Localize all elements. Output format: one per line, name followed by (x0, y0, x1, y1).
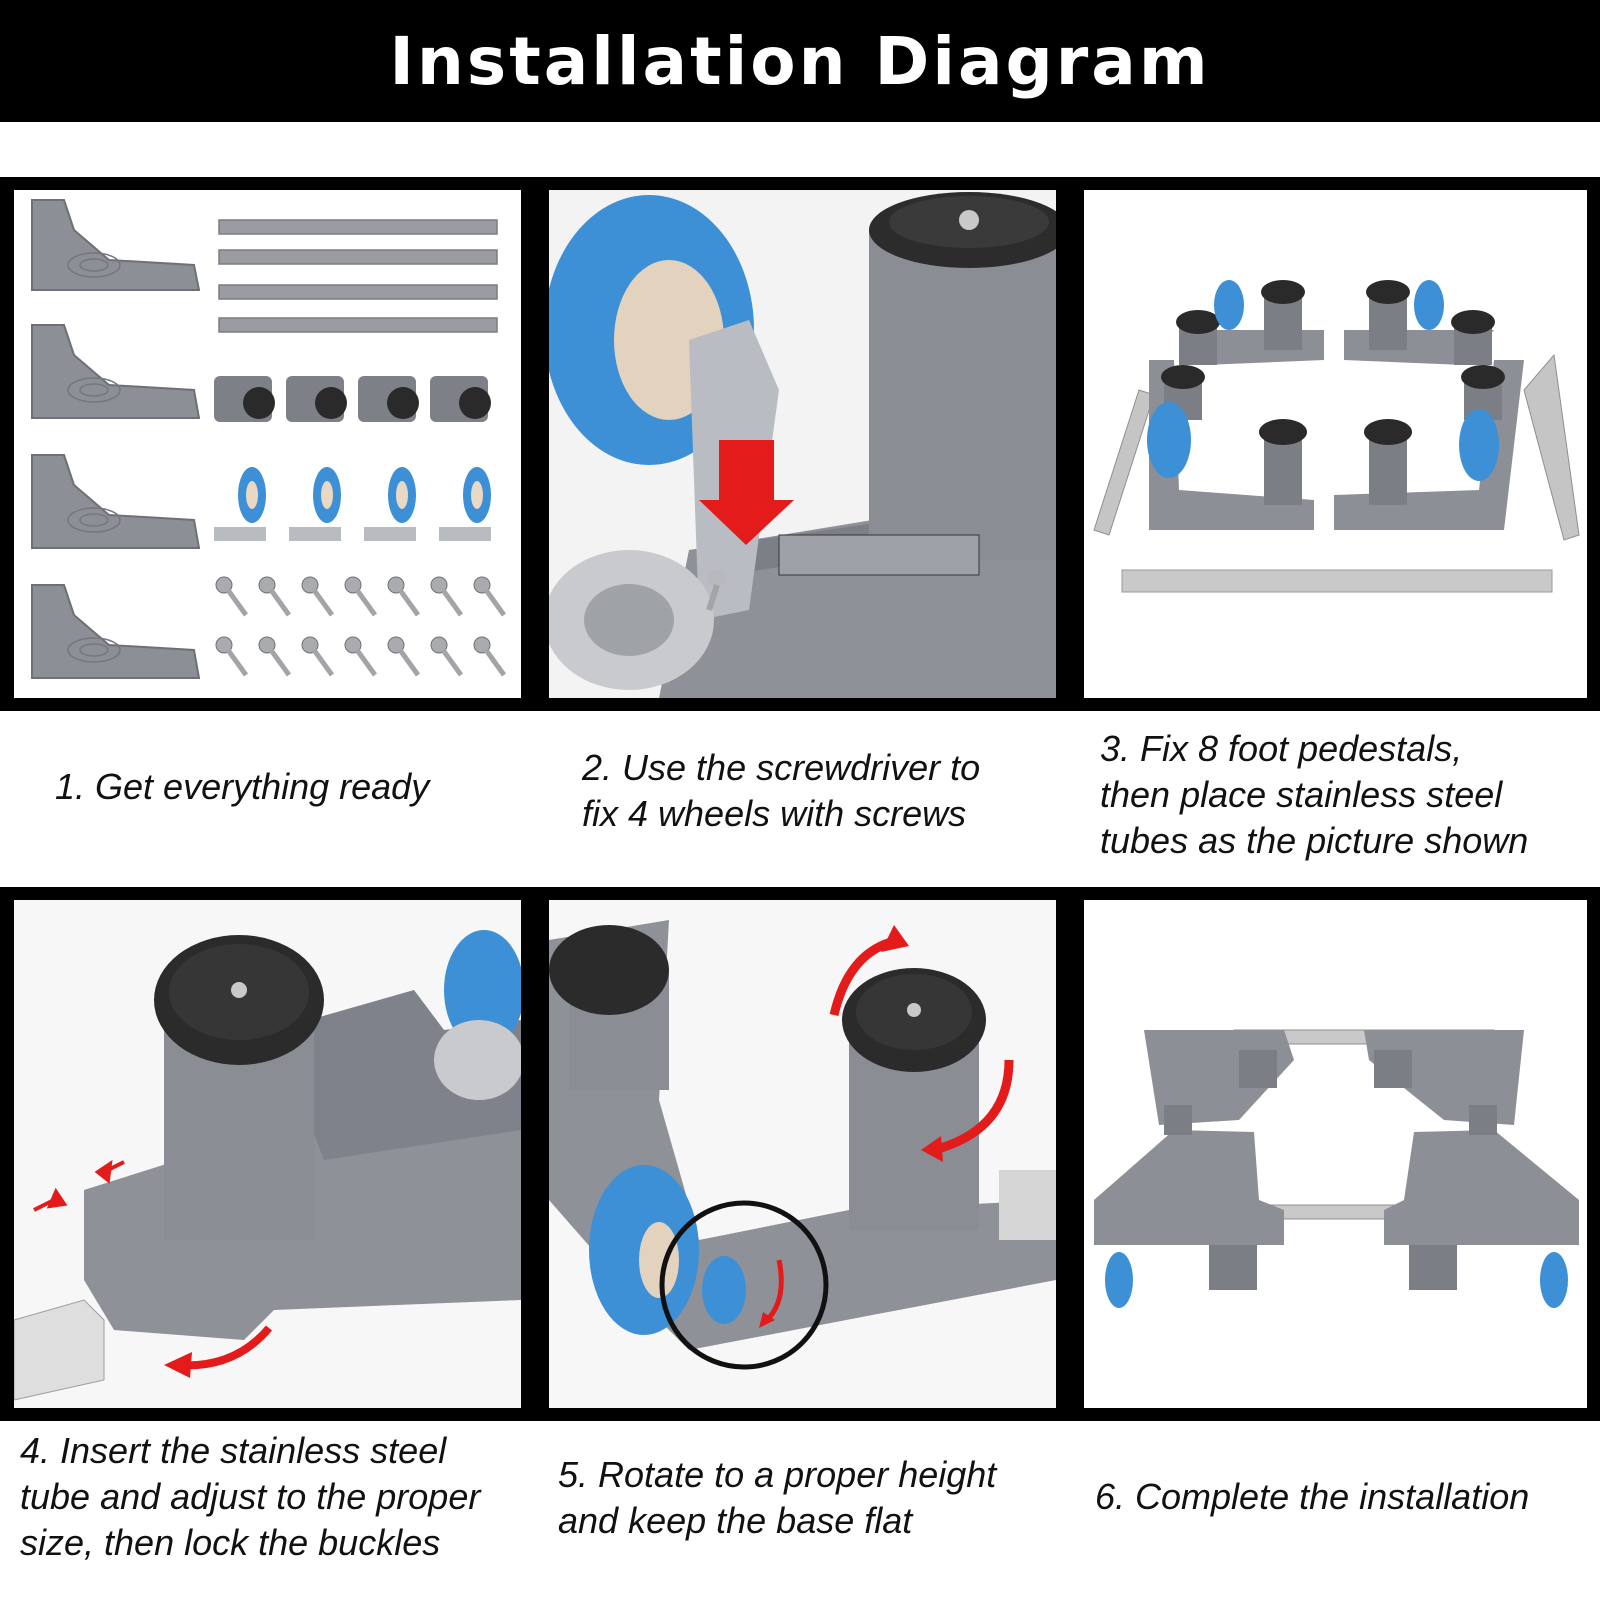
arrow-red-body (719, 440, 774, 500)
parts-kit-icon (31, 199, 507, 679)
step-3-caption: 3. Fix 8 foot pedestals, then place stai… (1100, 728, 1529, 861)
step-4-image (14, 900, 521, 1408)
height-rotate-icon (549, 900, 1056, 1408)
step-5-caption: 5. Rotate to a proper height and keep th… (558, 1454, 997, 1541)
page-title: Installation Diagram (389, 22, 1211, 100)
step-2-caption: 2. Use the screwdriver to fix 4 wheels w… (582, 747, 981, 834)
step-1-caption: 1. Get everything ready (55, 766, 430, 807)
step-4-caption: 4. Insert the stainless steel tube and a… (20, 1430, 481, 1563)
step-6-image (1084, 900, 1587, 1408)
pedestal-layout-icon (1084, 190, 1587, 698)
header-bar: Installation Diagram (0, 0, 1600, 122)
step-1-image (14, 190, 521, 698)
step-6-caption: 6. Complete the installation (1095, 1476, 1530, 1517)
step-3-image (1084, 190, 1587, 698)
wheel-screw-icon (549, 190, 1056, 698)
tube-insert-icon (14, 900, 521, 1408)
step-5-image (549, 900, 1056, 1408)
assembled-base-icon (1084, 900, 1587, 1408)
step-2-image (549, 190, 1056, 698)
